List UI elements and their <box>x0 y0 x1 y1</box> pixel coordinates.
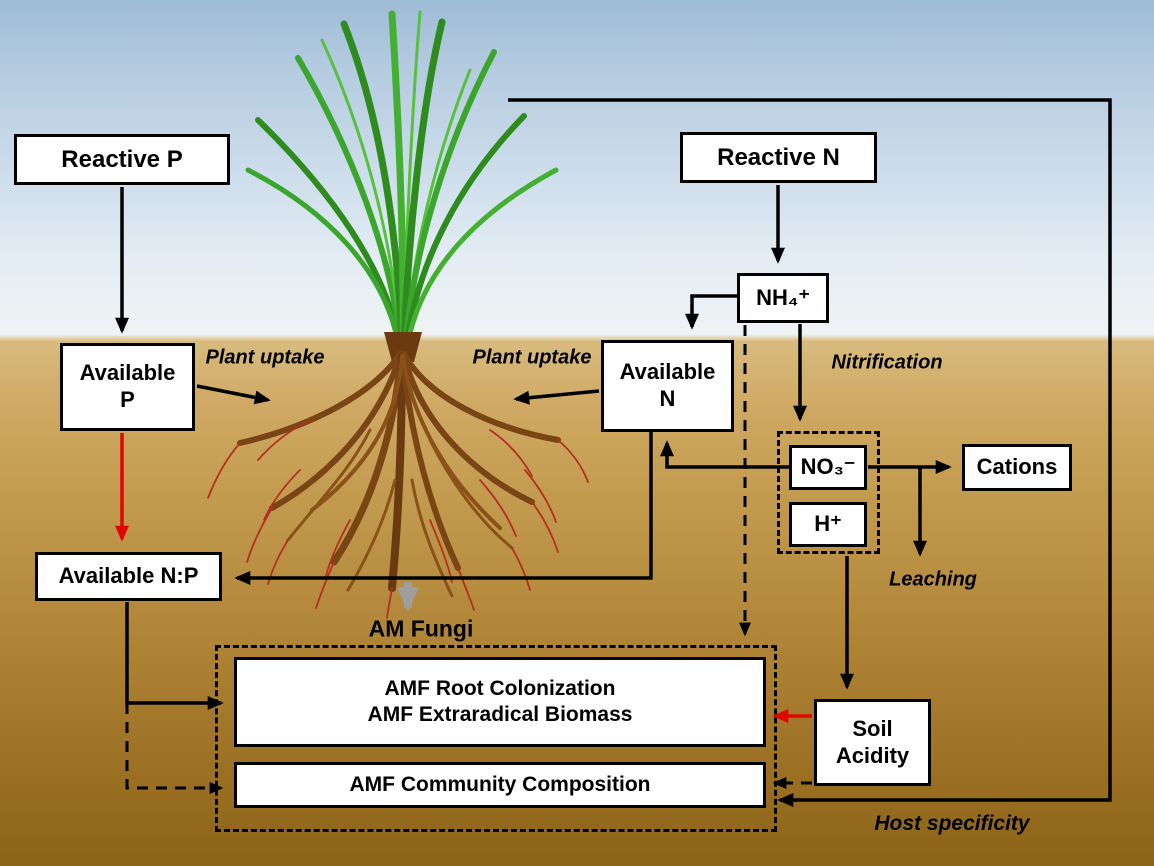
box-h-plus: H⁺ <box>789 502 867 547</box>
label-am-fungi: AM Fungi <box>368 615 474 642</box>
box-amf-community: AMF Community Composition <box>234 762 766 808</box>
arrow-availablen-plant-uptake <box>513 389 600 405</box>
box-available-p: Available P <box>60 343 195 431</box>
box-no3: NO₃⁻ <box>789 445 867 490</box>
plant-illustration <box>207 10 589 619</box>
label-plant-uptake-left: Plant uptake <box>205 346 325 369</box>
box-nh4: NH₄⁺ <box>737 273 829 323</box>
arrow-availablen-to-np <box>234 432 653 585</box>
arrow-nh4-to-availablen <box>685 294 737 330</box>
label-nitrification: Nitrification <box>831 351 943 374</box>
box-cations: Cations <box>962 444 1072 491</box>
box-available-n: Available N <box>601 340 734 432</box>
label-host-specificity: Host specificity <box>874 812 1030 835</box>
plant-leaves <box>245 10 559 352</box>
arrow-no3-to-availablen <box>660 440 789 469</box>
label-plant-uptake-right: Plant uptake <box>472 346 592 369</box>
arrow-host-specificity <box>508 98 1112 807</box>
amf-root-line2: AMF Extraradical Biomass <box>367 703 633 726</box>
plant-stem-base <box>384 332 422 362</box>
box-amf-root-colonization: AMF Root Colonization AMF Extraradical B… <box>234 657 766 747</box>
box-soil-acidity: Soil Acidity <box>814 699 931 786</box>
box-available-np: Available N:P <box>35 552 222 601</box>
box-reactive-n: Reactive N <box>680 132 877 183</box>
no3-hplus-dashed-frame <box>777 431 880 554</box>
plant-roots <box>237 351 561 598</box>
dashed-arrow-np-to-amf-community <box>125 703 224 794</box>
label-leaching: Leaching <box>889 568 977 591</box>
box-reactive-p: Reactive P <box>14 134 230 185</box>
arrow-availablep-plant-uptake <box>196 384 271 405</box>
amf-root-line1: AMF Root Colonization <box>384 677 616 701</box>
arrow-np-to-amf-root <box>125 602 224 710</box>
amf-response-dashed-frame <box>215 645 777 832</box>
